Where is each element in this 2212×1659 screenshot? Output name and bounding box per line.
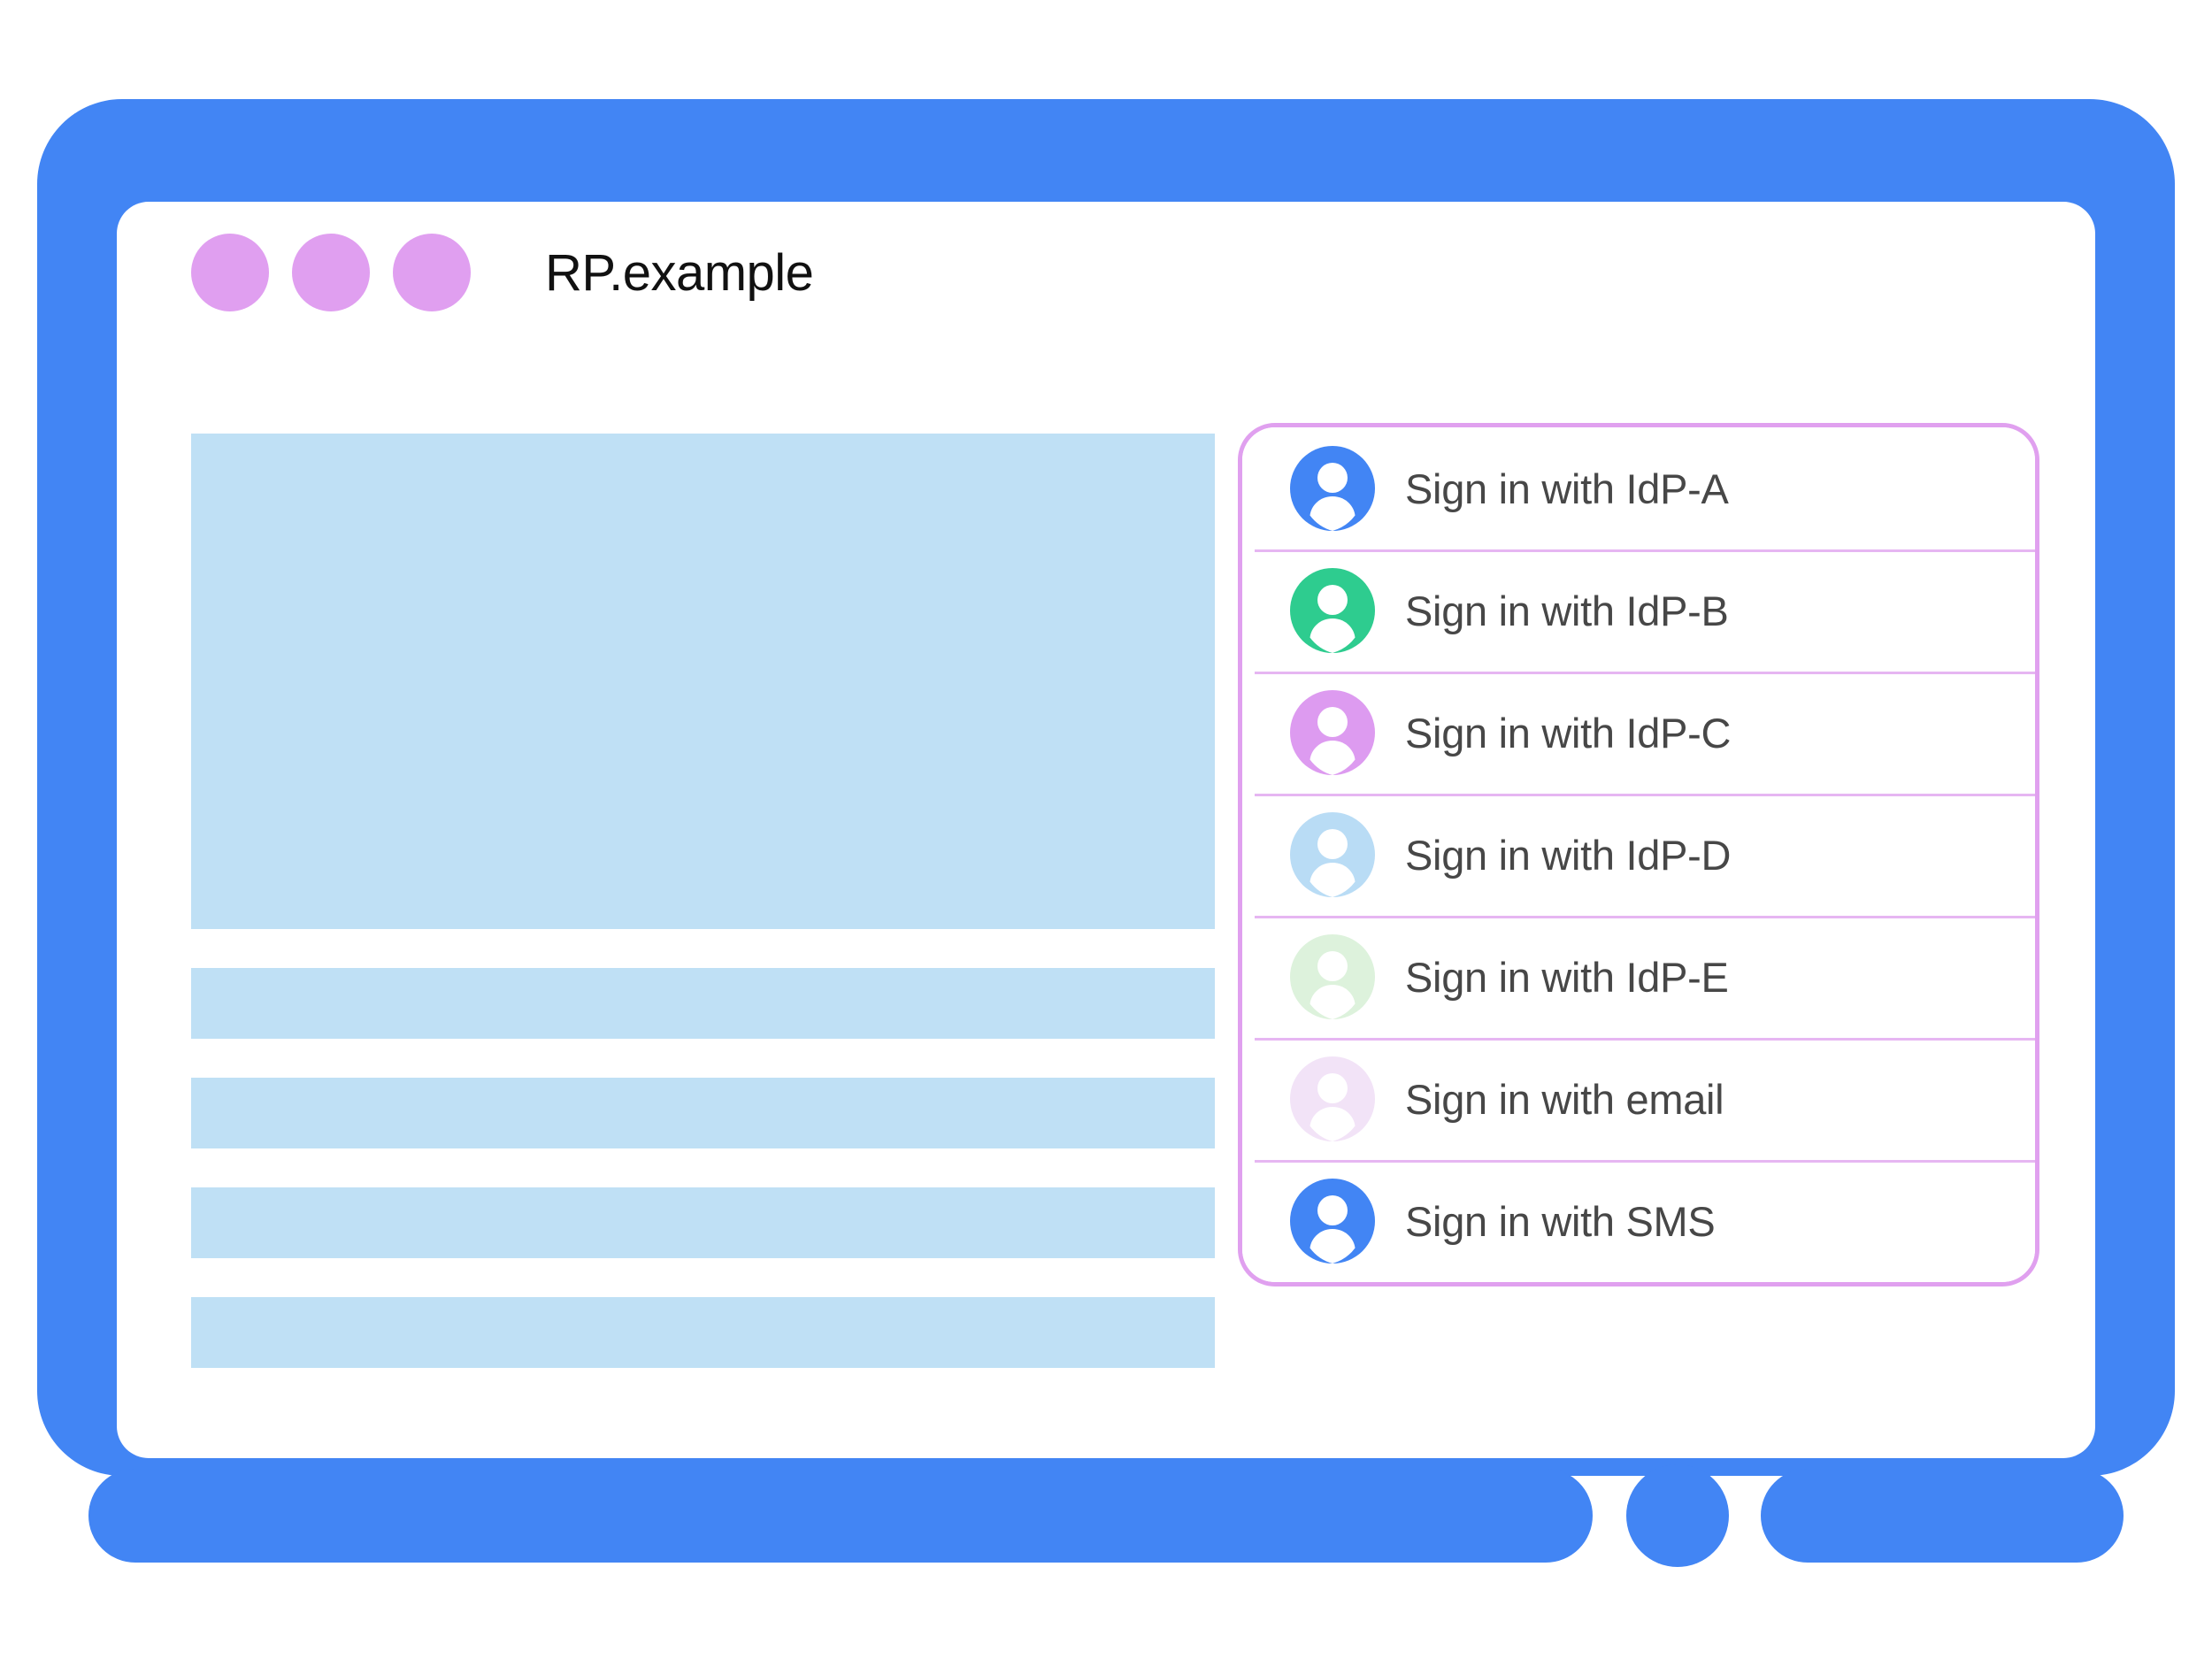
sign-in-row-email[interactable]: Sign in with email — [1242, 1038, 2035, 1160]
window-dot-2[interactable] — [292, 234, 370, 311]
hero-block — [191, 434, 1215, 929]
person-avatar-icon — [1290, 568, 1375, 653]
home-button[interactable] — [1626, 1464, 1729, 1567]
sign-in-row-idp-b[interactable]: Sign in with IdP-B — [1242, 549, 2035, 672]
person-avatar-icon — [1290, 812, 1375, 897]
text-bar-1 — [191, 968, 1215, 1039]
device-screen: RP.example Sign in with IdP-A — [117, 202, 2095, 1458]
text-bar-2 — [191, 1078, 1215, 1148]
person-avatar-icon — [1290, 690, 1375, 775]
bezel-bar-left — [88, 1469, 1593, 1563]
text-bar-3 — [191, 1187, 1215, 1258]
sign-in-row-idp-a[interactable]: Sign in with IdP-A — [1242, 427, 2035, 549]
window-dot-3[interactable] — [393, 234, 471, 311]
sign-in-row-label: Sign in with IdP-C — [1405, 709, 1732, 757]
bezel-bar-right — [1761, 1469, 2124, 1563]
sign-in-row-idp-e[interactable]: Sign in with IdP-E — [1242, 916, 2035, 1038]
sign-in-row-label: Sign in with email — [1405, 1075, 1724, 1123]
page-content — [191, 434, 1215, 1407]
person-avatar-icon — [1290, 1056, 1375, 1141]
person-avatar-icon — [1290, 1179, 1375, 1263]
sign-in-row-label: Sign in with IdP-B — [1405, 587, 1729, 634]
sign-in-row-idp-d[interactable]: Sign in with IdP-D — [1242, 794, 2035, 916]
sign-in-row-label: Sign in with IdP-A — [1405, 465, 1729, 512]
sign-in-row-sms[interactable]: Sign in with SMS — [1242, 1160, 2035, 1282]
text-bar-4 — [191, 1297, 1215, 1368]
person-avatar-icon — [1290, 446, 1375, 531]
sign-in-row-label: Sign in with IdP-E — [1405, 953, 1729, 1001]
window-dot-1[interactable] — [191, 234, 269, 311]
sign-in-row-label: Sign in with IdP-D — [1405, 831, 1732, 879]
sign-in-row-label: Sign in with SMS — [1405, 1197, 1716, 1245]
page-title: RP.example — [545, 243, 814, 302]
browser-titlebar: RP.example — [117, 202, 2095, 343]
account-chooser-panel: Sign in with IdP-A Sign in with IdP-B Si… — [1238, 423, 2039, 1286]
sign-in-row-idp-c[interactable]: Sign in with IdP-C — [1242, 672, 2035, 794]
person-avatar-icon — [1290, 934, 1375, 1019]
